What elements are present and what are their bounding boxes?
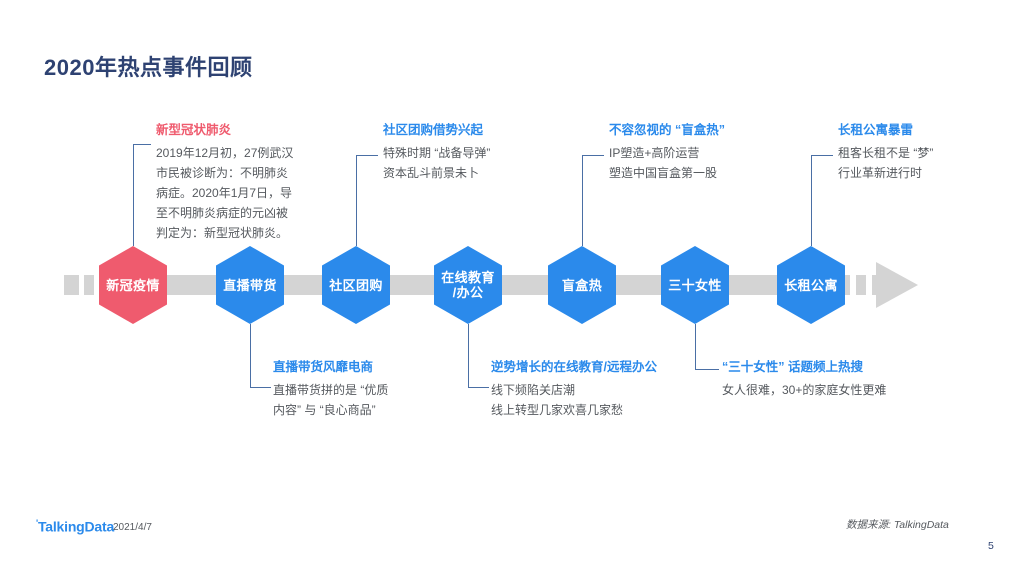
annotation-bottom-1: 逆势增长的在线教育/远程办公 线下频陷关店潮 线上转型几家欢喜几家愁: [491, 358, 657, 420]
annotation-line: 特殊时期 “战备导弹”: [383, 146, 491, 160]
page-number: 5: [988, 540, 994, 552]
annotation-title: 直播带货风靡电商: [273, 360, 374, 374]
annotation-line: 病症。2020年1月7日，导: [156, 186, 293, 200]
timeline-node-label: 直播带货: [223, 277, 277, 293]
bar-gap: [79, 275, 84, 295]
annotation-title: “三十女性” 话题频上热搜: [722, 360, 863, 374]
logo-text: TalkingData: [37, 518, 115, 535]
annotation-top-0: 新型冠状肺炎 2019年12月初，27例武汉 市民被诊断为：不明肺炎 病症。20…: [156, 121, 293, 243]
timeline-node-label: 社区团购: [329, 277, 383, 293]
logo-tick-icon: ': [36, 518, 38, 528]
timeline-node-2[interactable]: 社区团购: [322, 246, 390, 324]
annotation-line: 2019年12月初，27例武汉: [156, 146, 294, 160]
annotation-line: 直播带货拼的是 “优质: [273, 383, 389, 397]
timeline-node-1[interactable]: 直播带货: [216, 246, 284, 324]
annotation-line: 资本乱斗前景未卜: [383, 166, 480, 180]
annotation-title: 新型冠状肺炎: [156, 123, 232, 137]
timeline-node-label: 盲盒热: [561, 277, 603, 293]
annotation-line: 线上转型几家欢喜几家愁: [491, 403, 624, 417]
annotation-line: 女人很难，30+的家庭女性更难: [722, 383, 887, 397]
annotation-top-3: 长租公寓暴雷 租客长租不是 “梦” 行业革新进行时: [838, 121, 933, 183]
annotation-line: 判定为：新型冠状肺炎。: [156, 226, 289, 240]
timeline-node-6[interactable]: 长租公寓: [777, 246, 845, 324]
timeline-node-label: 长租公寓: [784, 277, 838, 293]
annotation-title: 逆势增长的在线教育/远程办公: [491, 360, 657, 374]
annotation-line: 线下频陷关店潮: [491, 383, 576, 397]
footer-date: 2021/4/7: [113, 522, 152, 533]
bar-gap: [94, 275, 99, 295]
annotation-title: 社区团购借势兴起: [383, 123, 484, 137]
timeline-node-label: 在线教育 /办公: [441, 270, 495, 300]
timeline-node-4[interactable]: 盲盒热: [548, 246, 616, 324]
annotation-bottom-2: “三十女性” 话题频上热搜 女人很难，30+的家庭女性更难: [722, 358, 886, 400]
annotation-line: 行业革新进行时: [838, 166, 923, 180]
annotation-line: 内容” 与 “良心商品”: [273, 403, 376, 417]
timeline-arrow-icon: [876, 262, 918, 308]
annotation-top-1: 社区团购借势兴起 特殊时期 “战备导弹” 资本乱斗前景未卜: [383, 121, 490, 183]
annotation-line: 至不明肺炎病症的元凶被: [156, 206, 289, 220]
timeline-node-label: 三十女性: [668, 277, 722, 293]
timeline-node-0[interactable]: 新冠疫情: [99, 246, 167, 324]
bar-gap: [850, 275, 856, 295]
annotation-title: 长租公寓暴雷: [838, 123, 914, 137]
annotation-top-2: 不容忽视的 “盲盒热” IP塑造+高阶运营 塑造中国盲盒第一股: [609, 121, 725, 183]
source-note: 数据来源: TalkingData: [846, 519, 949, 531]
annotation-title: 不容忽视的 “盲盒热”: [609, 123, 725, 137]
annotation-bottom-0: 直播带货风靡电商 直播带货拼的是 “优质 内容” 与 “良心商品”: [273, 358, 388, 420]
annotation-line: IP塑造+高阶运营: [609, 146, 700, 160]
page-title: 2020年热点事件回顾: [44, 55, 253, 80]
talkingdata-logo: 'TalkingData: [36, 518, 114, 535]
timeline-node-label: 新冠疫情: [106, 277, 160, 293]
timeline-node-5[interactable]: 三十女性: [661, 246, 729, 324]
timeline-node-3[interactable]: 在线教育 /办公: [434, 246, 502, 324]
annotation-line: 塑造中国盲盒第一股: [609, 166, 718, 180]
annotation-line: 租客长租不是 “梦”: [838, 146, 934, 160]
bar-gap: [866, 275, 872, 295]
annotation-line: 市民被诊断为：不明肺炎: [156, 166, 289, 180]
